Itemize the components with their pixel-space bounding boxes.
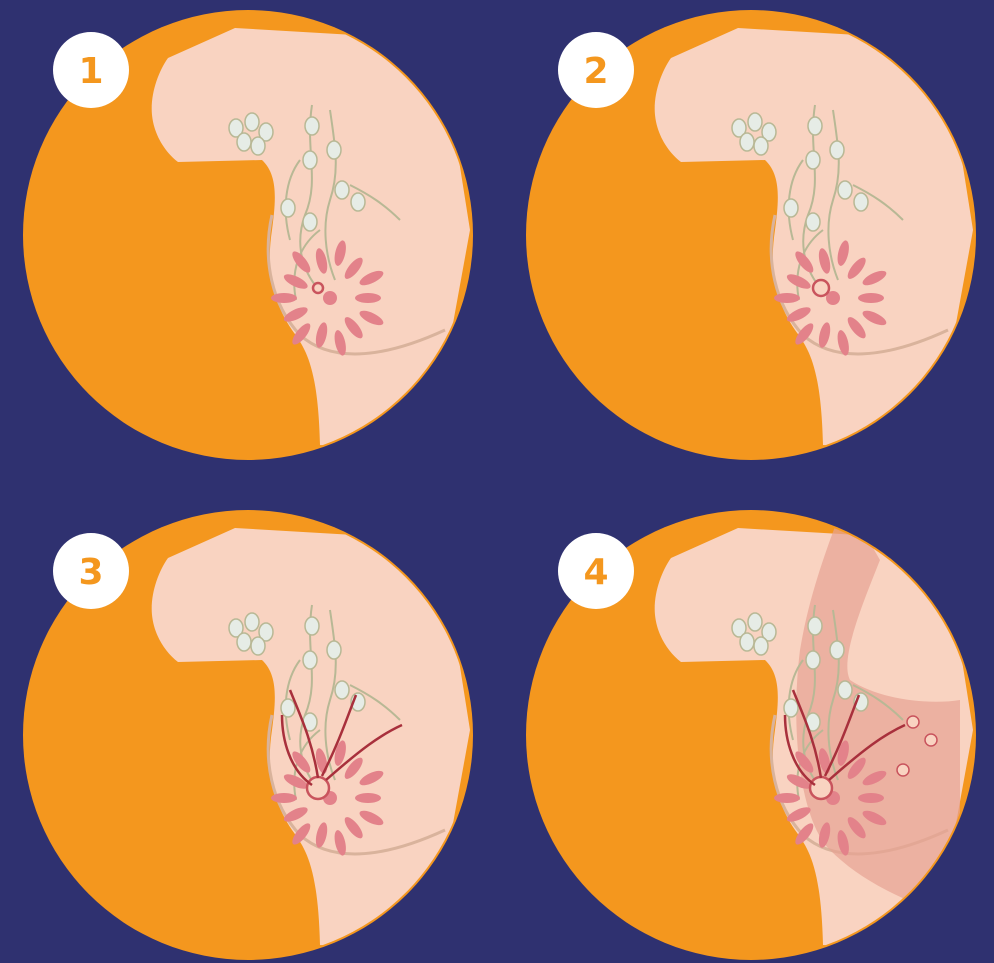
lymph-node bbox=[237, 133, 251, 151]
lobule bbox=[858, 293, 884, 303]
lymph-node bbox=[245, 613, 259, 631]
lymph-node bbox=[335, 681, 349, 699]
lymph-node bbox=[806, 651, 820, 669]
lobule bbox=[355, 293, 381, 303]
lymph-node bbox=[806, 213, 820, 231]
stage-4-number: 4 bbox=[583, 552, 608, 593]
lymph-node bbox=[237, 633, 251, 651]
lobule bbox=[858, 793, 884, 803]
stage-1-badge: 1 bbox=[53, 32, 129, 108]
lymph-node bbox=[854, 193, 868, 211]
lymph-node bbox=[808, 117, 822, 135]
lymph-node bbox=[740, 633, 754, 651]
lymph-node bbox=[838, 681, 852, 699]
stage-2-panel: 2 bbox=[526, 10, 976, 460]
stage-1-number: 1 bbox=[78, 51, 103, 92]
lymph-node bbox=[251, 137, 265, 155]
lymph-node bbox=[327, 141, 341, 159]
lobule bbox=[355, 793, 381, 803]
lymph-node bbox=[245, 113, 259, 131]
tumor bbox=[313, 283, 323, 293]
stage-4-badge: 4 bbox=[558, 533, 634, 609]
lymph-node bbox=[784, 699, 798, 717]
lymph-node bbox=[305, 117, 319, 135]
lymph-node bbox=[281, 699, 295, 717]
nipple-center bbox=[323, 291, 337, 305]
lymph-node bbox=[335, 181, 349, 199]
lymph-node bbox=[784, 199, 798, 217]
lymph-node bbox=[251, 637, 265, 655]
lymph-node bbox=[748, 113, 762, 131]
lymph-node bbox=[830, 641, 844, 659]
lymph-node bbox=[754, 137, 768, 155]
lymph-node bbox=[303, 213, 317, 231]
stage-3-number: 3 bbox=[78, 552, 103, 593]
stage-1-panel: 1 bbox=[23, 10, 473, 460]
tumor bbox=[813, 280, 829, 296]
lymph-node bbox=[806, 151, 820, 169]
lymph-node bbox=[748, 613, 762, 631]
lymph-node bbox=[754, 637, 768, 655]
metastasis bbox=[907, 716, 919, 728]
lobule bbox=[271, 793, 297, 803]
lymph-node bbox=[303, 651, 317, 669]
lymph-node bbox=[303, 151, 317, 169]
lymph-node bbox=[327, 641, 341, 659]
lymph-node bbox=[838, 181, 852, 199]
lymph-node bbox=[305, 617, 319, 635]
lymph-node bbox=[830, 141, 844, 159]
metastasis bbox=[925, 734, 937, 746]
lobule bbox=[774, 293, 800, 303]
lymph-node bbox=[281, 199, 295, 217]
stage-3-panel: 3 bbox=[23, 510, 473, 960]
lymph-node bbox=[351, 193, 365, 211]
stage-2-number: 2 bbox=[583, 51, 608, 92]
tumor bbox=[810, 777, 832, 799]
lymph-node bbox=[740, 133, 754, 151]
lobule bbox=[774, 793, 800, 803]
metastasis bbox=[897, 764, 909, 776]
tumor bbox=[307, 777, 329, 799]
lobule bbox=[271, 293, 297, 303]
stage-3-badge: 3 bbox=[53, 533, 129, 609]
lymph-node bbox=[808, 617, 822, 635]
stage-2-badge: 2 bbox=[558, 32, 634, 108]
